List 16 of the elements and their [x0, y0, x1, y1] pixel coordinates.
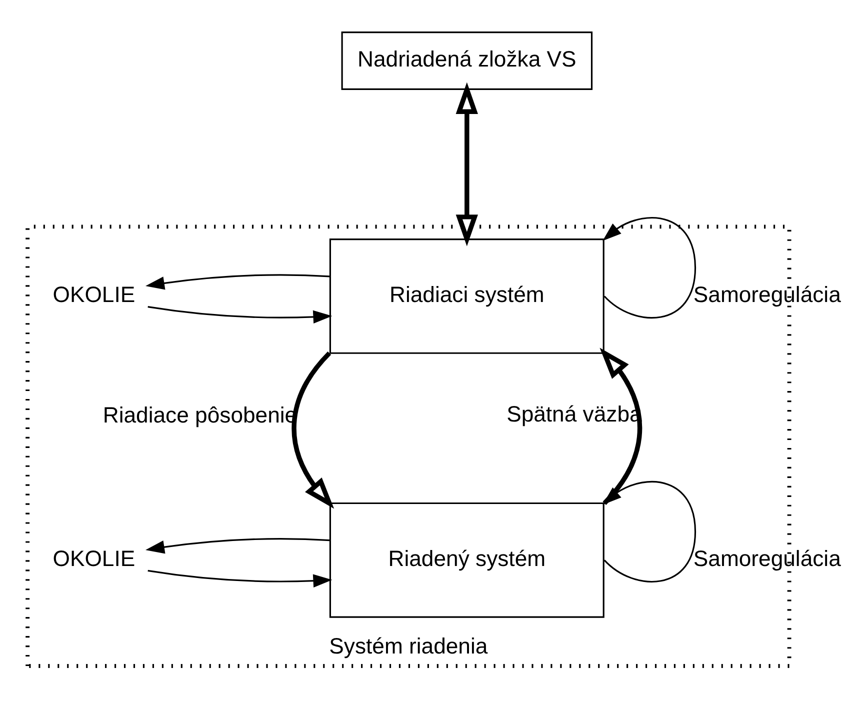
edge-label: Riadiace pôsobenie [102, 402, 298, 428]
node-box: Nadriadená zložka VS [341, 32, 593, 90]
arrow [145, 274, 330, 290]
arrow [602, 481, 696, 582]
arrow [456, 82, 478, 246]
arrow [602, 217, 696, 319]
arrow [145, 538, 330, 554]
node-text: OKOLIE [52, 282, 136, 308]
arrow [148, 306, 332, 324]
arrow [148, 570, 332, 588]
node-text: OKOLIE [52, 546, 136, 571]
arrow [292, 352, 334, 509]
edge-label: Samoregulácia [693, 546, 841, 571]
node-box: Riadený systém [329, 502, 604, 618]
node-box: Riadiaci systém [329, 238, 604, 354]
edge-label: Samoregulácia [693, 282, 841, 308]
